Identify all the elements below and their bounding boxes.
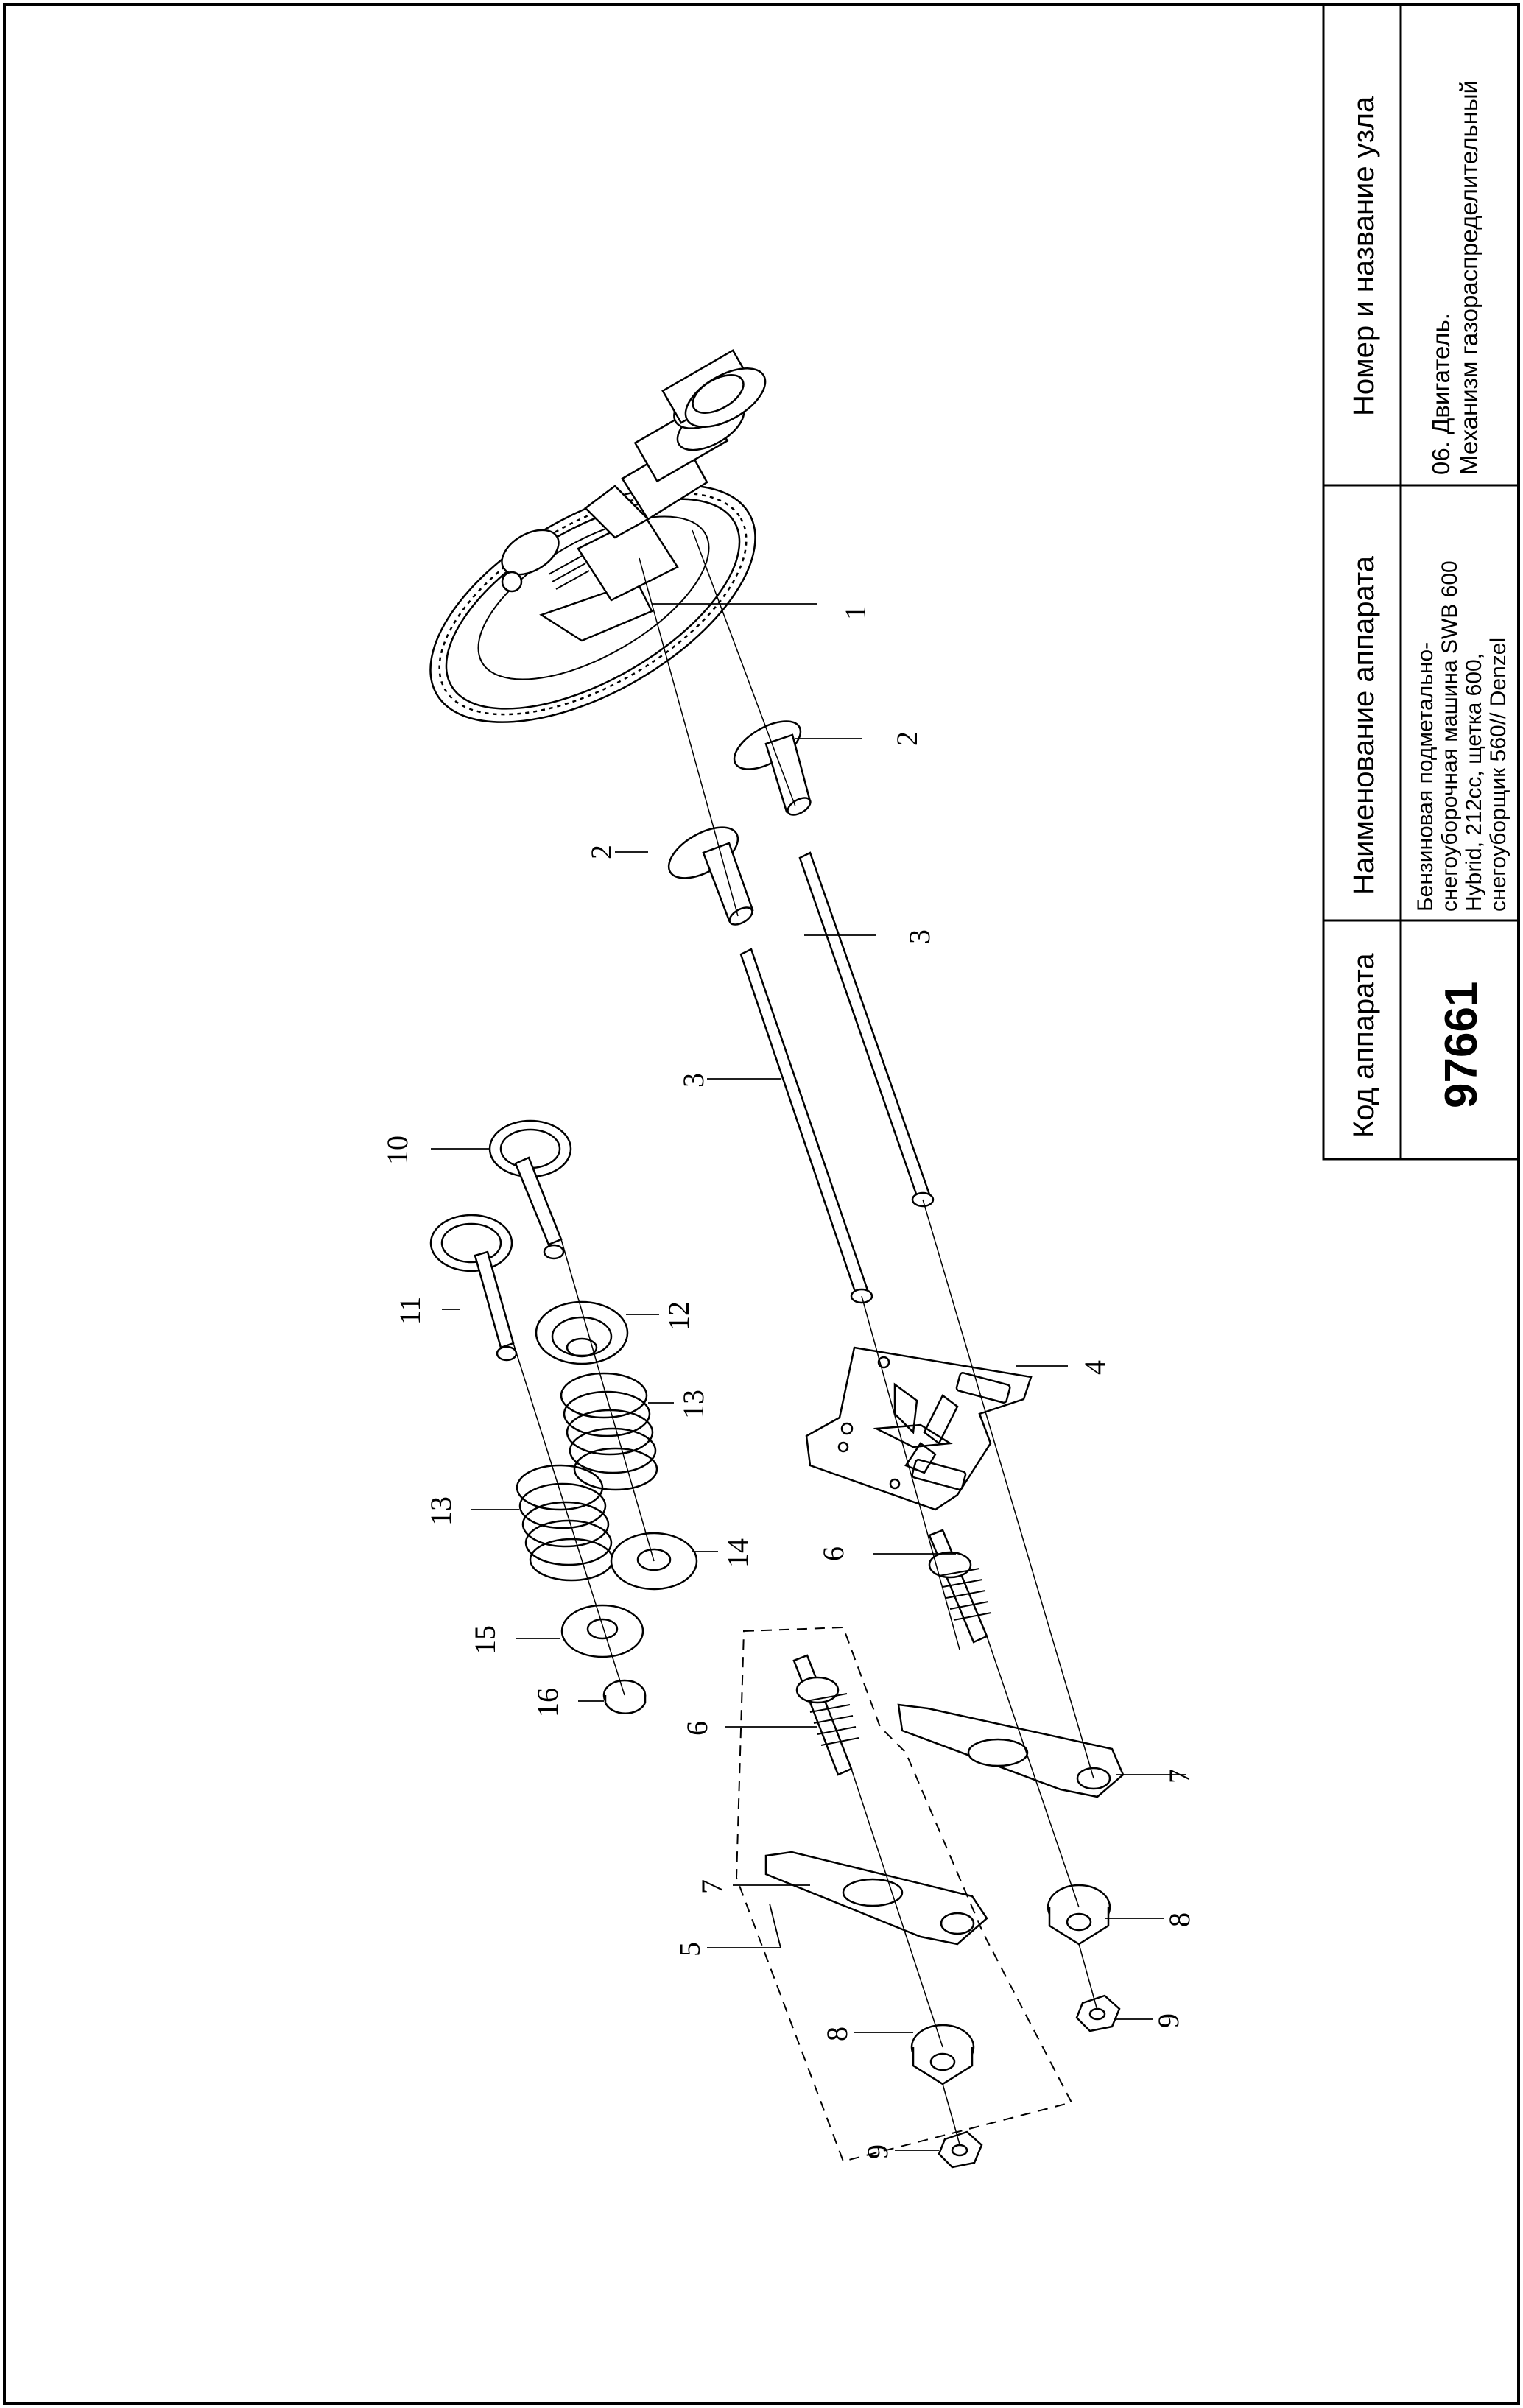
name-header: Наименование аппарата — [1348, 555, 1380, 895]
callout-5: 5 — [673, 1942, 706, 1957]
valve-cap-icon — [602, 1679, 647, 1714]
unit-line-2: Механизм газораспределительный — [1455, 80, 1482, 475]
callout-7b: 7 — [695, 1879, 728, 1894]
callout-1: 1 — [839, 605, 872, 620]
title-block-grid — [1322, 3, 1520, 1161]
valve-icon — [429, 1119, 572, 1362]
tappet-icon — [667, 720, 812, 926]
camshaft-gear-icon — [429, 349, 767, 723]
callout-2b: 2 — [585, 845, 618, 859]
callout-14: 14 — [721, 1538, 754, 1568]
rocker-arm-icon — [764, 1703, 1125, 1946]
unit-header: Номер и название узла — [1348, 96, 1380, 416]
callout-6b: 6 — [680, 1721, 714, 1736]
callout-3a: 3 — [903, 929, 936, 944]
spring-retainer-icon — [535, 1300, 629, 1365]
callout-6a: 6 — [817, 1546, 850, 1561]
code-value: 97661 — [1436, 982, 1487, 1108]
callout-15: 15 — [468, 1625, 502, 1655]
callout-4: 4 — [1078, 1360, 1111, 1375]
callout-13a: 13 — [677, 1390, 710, 1419]
unit-line-1: 06. Двигатель. — [1427, 313, 1455, 475]
leader-lines — [431, 603, 1186, 2151]
name-line-4: снегоуборщик 560// Denzel — [1486, 638, 1510, 912]
push-rod-icon — [739, 851, 935, 1304]
assembly-axis-lines — [513, 529, 1098, 2145]
rocker-assembly-icon — [735, 1626, 1073, 2163]
callout-12: 12 — [662, 1301, 695, 1331]
callout-11: 11 — [393, 1297, 426, 1326]
drawing-frame — [3, 3, 1520, 2405]
name-line-1: Бензиновая подметально- — [1413, 642, 1438, 912]
callout-7a: 7 — [1163, 1769, 1196, 1784]
callout-9a: 9 — [1152, 2013, 1185, 2028]
callout-9b: 9 — [861, 2144, 894, 2159]
spring-seat-icon — [560, 1532, 698, 1658]
lock-nut-icon — [938, 1994, 1121, 2169]
callout-3b: 3 — [677, 1073, 710, 1088]
callout-13b: 13 — [424, 1496, 457, 1526]
callout-8b: 8 — [820, 2027, 854, 2041]
name-line-3: Hybrid, 212cc, щетка 600, — [1462, 653, 1486, 912]
valve-spring-icon — [516, 1372, 658, 1582]
guide-plate-icon — [805, 1346, 1033, 1511]
callout-10: 10 — [381, 1136, 414, 1165]
callout-2a: 2 — [890, 731, 924, 746]
code-header: Код аппарата — [1348, 953, 1380, 1138]
stud-icon — [792, 1529, 992, 1776]
callout-16: 16 — [531, 1688, 564, 1717]
callout-8a: 8 — [1163, 1912, 1196, 1927]
name-line-2: снегоуборочная машина SWB 600 — [1438, 560, 1462, 912]
